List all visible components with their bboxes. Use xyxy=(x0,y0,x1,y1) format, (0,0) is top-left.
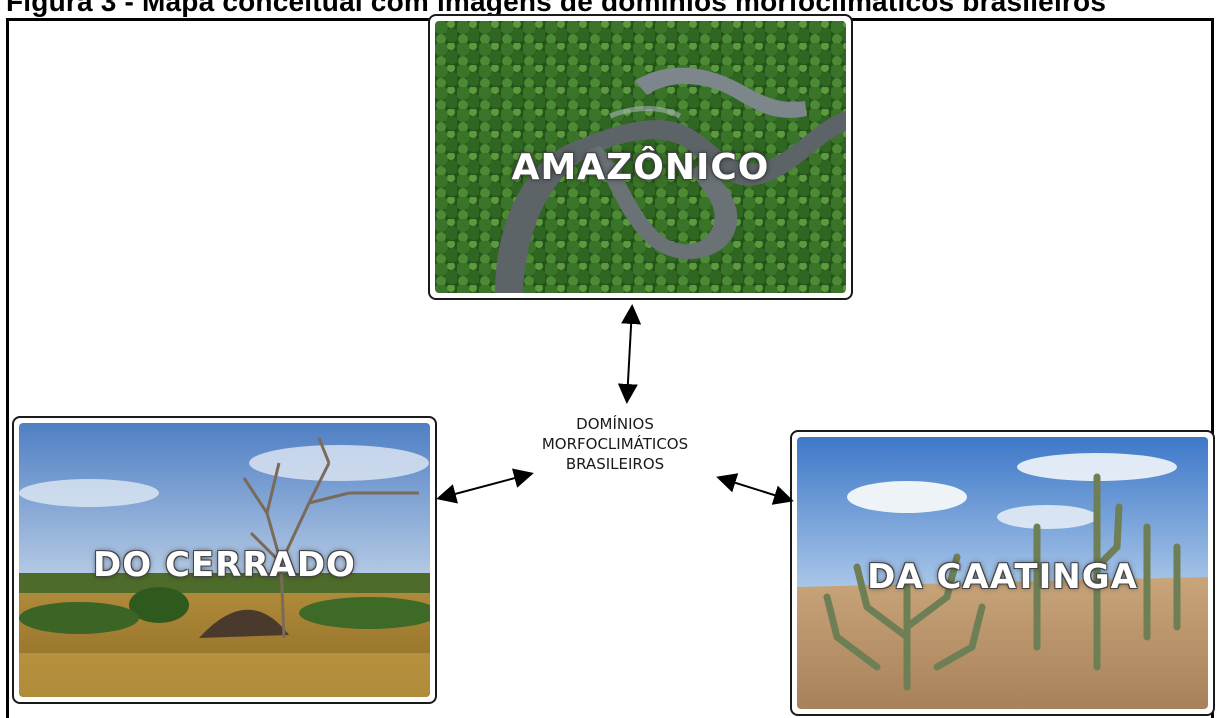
arrow-amazonia xyxy=(617,304,642,404)
amazonia-label: AMAZÔNICO xyxy=(511,147,770,188)
arrow-cerrado xyxy=(436,468,534,504)
caatinga-label: DA CAATINGA xyxy=(867,557,1138,597)
cerrado-landscape-illustration xyxy=(19,423,430,697)
central-concept-line-3: BRASILEIROS xyxy=(565,455,665,473)
central-concept: DOMÍNIOS MORFOCLIMÁTICOS BRASILEIROS xyxy=(520,414,710,474)
cerrado-node: DO CERRADO xyxy=(12,416,437,704)
caatinga-photo: DA CAATINGA xyxy=(797,437,1208,709)
central-concept-line-2: MORFOCLIMÁTICOS xyxy=(541,435,689,453)
amazonia-photo: AMAZÔNICO xyxy=(435,21,846,293)
arrow-caatinga xyxy=(716,473,794,505)
caatinga-landscape-illustration xyxy=(797,437,1208,709)
amazon-river-illustration xyxy=(435,21,846,293)
cerrado-label: DO CERRADO xyxy=(93,545,356,585)
caatinga-node: DA CAATINGA xyxy=(790,430,1215,716)
central-concept-line-1: DOMÍNIOS xyxy=(576,415,654,433)
figure-caption: Figura 3 - Mapa conceitual com imagens d… xyxy=(6,0,1107,17)
figure-caption-strip: Figura 3 - Mapa conceitual com imagens d… xyxy=(0,0,1224,20)
amazonia-node: AMAZÔNICO xyxy=(428,14,853,300)
cerrado-photo: DO CERRADO xyxy=(19,423,430,697)
